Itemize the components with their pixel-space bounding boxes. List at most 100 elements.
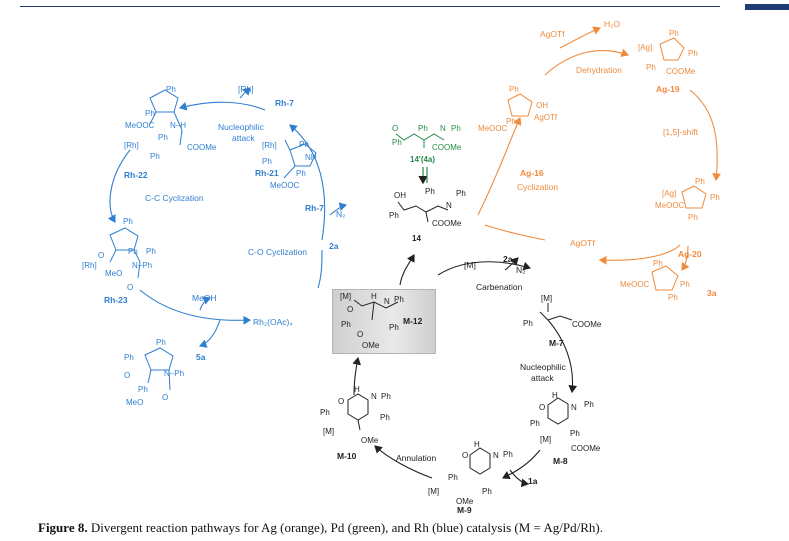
svg-text:[Rh]: [Rh] — [262, 141, 277, 150]
svg-text:COOMe: COOMe — [666, 67, 696, 76]
rh-bracket-label: [Rh] — [238, 84, 254, 94]
svg-text:O: O — [539, 403, 545, 412]
svg-text:MeOOC: MeOOC — [620, 280, 650, 289]
svg-text:Ph: Ph — [653, 259, 663, 268]
svg-text:N: N — [440, 124, 446, 133]
svg-text:Ph: Ph — [695, 177, 705, 186]
svg-text:O: O — [338, 397, 344, 406]
svg-text:N: N — [371, 392, 377, 401]
svg-text:MeOOC: MeOOC — [270, 181, 300, 190]
svg-text:Ph: Ph — [296, 169, 306, 178]
svg-text:[M]: [M] — [541, 294, 552, 303]
compound-14-bonds — [397, 201, 449, 223]
svg-text:Ph: Ph — [503, 450, 513, 459]
ag20-label: Ag-20 — [678, 249, 702, 259]
svg-text:Ph: Ph — [320, 408, 330, 417]
m-structure-text: [M] Ph COOMe H O N Ph Ph [M] Ph COOMe H … — [320, 292, 602, 506]
svg-text:N–H: N–H — [170, 121, 186, 130]
svg-text:Ph: Ph — [389, 323, 399, 332]
svg-text:OMe: OMe — [362, 341, 380, 350]
product-3a-label: 3a — [707, 288, 717, 298]
svg-text:H: H — [474, 440, 480, 449]
svg-text:COOMe: COOMe — [432, 143, 462, 152]
h2o-label: H₂O — [604, 19, 620, 29]
caption-label: Figure 8. — [38, 520, 88, 535]
svg-text:[M]: [M] — [540, 435, 551, 444]
m-labels: [M] 2a N₂ Carbenation M-7 M-12 Nucleophi… — [337, 254, 568, 515]
rh-structure-text: Ph MeOOC Ph N–H [Rh] Ph COOMe Ph [Rh] Ph… — [82, 85, 317, 407]
annulation-label: Annulation — [396, 453, 436, 463]
svg-text:O: O — [162, 393, 168, 402]
label-14prime: 14′(4a) — [410, 155, 435, 164]
ag-labels: AgOTf H₂O Dehydration Ag-19 [1,5]-shift … — [517, 19, 717, 298]
svg-text:N: N — [446, 201, 452, 210]
ag-structure-text: Ph [Ag] Ph Ph COOMe Ph OH AgOTf Ph MeOOC… — [478, 29, 720, 302]
svg-text:Ph: Ph — [341, 320, 351, 329]
svg-text:COOMe: COOMe — [187, 143, 217, 152]
figure-caption: Figure 8. Divergent reaction pathways fo… — [38, 520, 778, 536]
svg-text:MeOOC: MeOOC — [478, 124, 508, 133]
svg-text:O: O — [392, 124, 398, 133]
m12-label: M-12 — [403, 316, 423, 326]
meoh-label: MeOH — [192, 293, 217, 303]
carbenation-label: Carbenation — [476, 282, 523, 292]
svg-text:Ph: Ph — [688, 49, 698, 58]
compound-14: OH Ph N Ph Ph COOMe 14 — [389, 187, 466, 243]
dehydration-label: Dehydration — [576, 65, 622, 75]
svg-text:NH: NH — [305, 153, 317, 162]
svg-text:Ph: Ph — [530, 419, 540, 428]
svg-text:O: O — [357, 330, 363, 339]
svg-text:Ph: Ph — [451, 124, 461, 133]
label-14: 14 — [412, 234, 421, 243]
ag-structures — [507, 37, 707, 291]
cyclization-label: Cyclization — [517, 182, 558, 192]
svg-text:Ph: Ph — [392, 138, 402, 147]
svg-text:Ph: Ph — [150, 152, 160, 161]
svg-text:MeO: MeO — [126, 398, 143, 407]
svg-text:Ph: Ph — [123, 217, 133, 226]
svg-text:Ph: Ph — [456, 189, 466, 198]
m-2a-label: 2a — [503, 254, 513, 264]
svg-text:MeOOC: MeOOC — [655, 201, 685, 210]
svg-text:Ph: Ph — [680, 280, 690, 289]
agotf-mid-label: AgOTf — [570, 238, 595, 248]
svg-text:Ph: Ph — [570, 429, 580, 438]
svg-text:Ph: Ph — [138, 385, 148, 394]
svg-text:O: O — [124, 371, 130, 380]
svg-text:Ph: Ph — [156, 338, 166, 347]
svg-text:N: N — [493, 451, 499, 460]
svg-text:H: H — [552, 391, 558, 400]
svg-text:Ph: Ph — [646, 63, 656, 72]
svg-text:Ph: Ph — [128, 247, 138, 256]
page-header-strip — [0, 0, 789, 4]
rh23-label: Rh-23 — [104, 295, 128, 305]
agotf-top-label: AgOTf — [540, 29, 565, 39]
svg-text:O: O — [347, 305, 353, 314]
nucleophilic-attack-m-1: Nucleophilic — [520, 362, 567, 372]
svg-text:Ph: Ph — [381, 392, 391, 401]
svg-text:[M]: [M] — [323, 427, 334, 436]
svg-text:Ph: Ph — [299, 140, 309, 149]
svg-text:N: N — [571, 403, 577, 412]
rh21-label: Rh-21 — [255, 168, 279, 178]
header-accent-block — [745, 4, 789, 10]
m-n2-label: N₂ — [516, 265, 525, 275]
nucleophilic-attack-m-2: attack — [531, 373, 554, 383]
shift-label: [1,5]-shift — [663, 127, 699, 137]
rh22-label: Rh-22 — [124, 170, 148, 180]
co-cyclization-label: C-O Cyclization — [248, 247, 307, 257]
svg-text:Ph: Ph — [380, 413, 390, 422]
ag-cycle-arrows — [477, 26, 722, 271]
svg-text:MeOOC: MeOOC — [125, 121, 155, 130]
rh-2a-label: 2a — [329, 241, 339, 251]
cc-cyclization-label: C-C Cyclization — [145, 193, 204, 203]
svg-text:H: H — [354, 385, 360, 394]
rh-labels: [Rh] Rh-7 Nucleophilic attack Rh-22 Rh-2… — [104, 84, 345, 362]
pd-structure — [395, 133, 445, 148]
svg-text:O: O — [127, 283, 133, 292]
m12-highlight-box — [332, 289, 436, 354]
svg-text:[Rh]: [Rh] — [124, 141, 139, 150]
nucleophilic-attack-rh-2: attack — [232, 133, 255, 143]
pd-equilibrium-arrows — [418, 167, 428, 185]
svg-text:N: N — [384, 297, 390, 306]
